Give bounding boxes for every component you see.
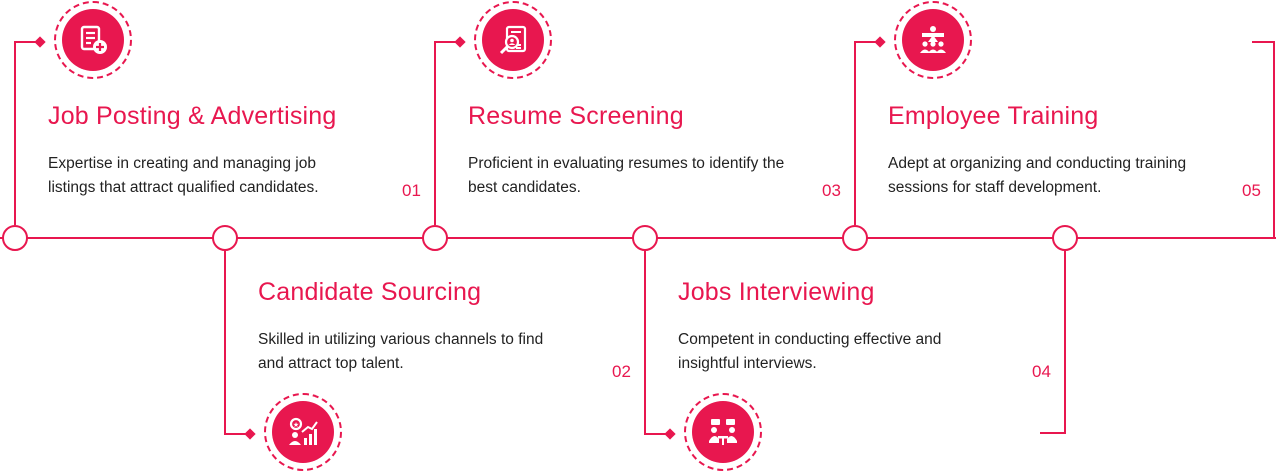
step-2-description: Skilled in utilizing various channels to… [258,331,544,372]
step-5-description: Adept at organizing and conducting train… [888,155,1187,196]
step-1-number: 01 [402,181,421,200]
step-1-title: Job Posting & Advertising [48,102,337,130]
step-2-number: 02 [612,362,631,381]
step-2-title: Candidate Sourcing [258,278,482,306]
step-4-number: 04 [1032,362,1051,381]
svg-text:★: ★ [293,421,299,429]
step-5-title: Employee Training [888,102,1099,130]
step-3-description: Proficient in evaluating resumes to iden… [468,155,785,196]
step-1-badge [54,1,132,79]
step-3-title: Resume Screening [468,102,684,130]
interview-meeting-icon [709,419,737,445]
step-5-number: 05 [1242,181,1261,200]
timeline-node-5 [842,225,868,251]
resume-search-icon [499,25,527,55]
step-4-badge [684,393,762,471]
timeline-node-2 [212,225,238,251]
job-posting-icon [80,25,107,54]
step-4-description: Competent in conducting effective and in… [678,331,942,372]
timeline-node-1 [2,225,28,251]
timeline-node-6 [1052,225,1078,251]
step-2-badge: ★ [264,393,342,471]
timeline-node-3 [422,225,448,251]
training-presentation-icon [920,26,946,53]
step-3-badge [474,1,552,79]
step-3-number: 03 [822,181,841,200]
step-5-badge [894,1,972,79]
step-1-description: Expertise in creating and managing job l… [48,155,319,196]
candidate-growth-chart-icon: ★ [289,417,318,445]
step-4-title: Jobs Interviewing [678,278,875,306]
timeline-node-4 [632,225,658,251]
